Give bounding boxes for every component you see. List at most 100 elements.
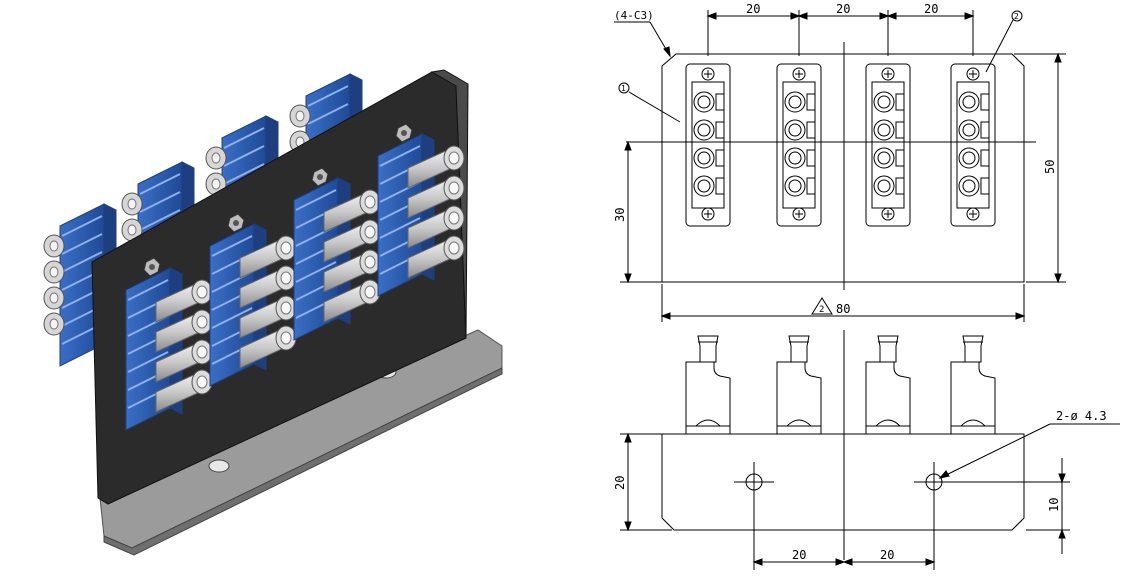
adapter-housing — [685, 361, 731, 435]
arrow — [663, 46, 671, 58]
port-outer — [873, 147, 895, 169]
rear-ferrule-tip — [211, 178, 221, 190]
arrow — [790, 12, 801, 20]
dim-bottom-pitch-1: 20 — [792, 548, 806, 562]
side-module-1 — [685, 335, 731, 435]
port-outer — [958, 119, 980, 141]
front-module-2 — [776, 63, 822, 227]
adapter-rib — [295, 261, 337, 283]
dim-top-pitch-3: 20 — [924, 2, 938, 16]
module-body — [871, 81, 905, 209]
arrow — [938, 470, 950, 479]
hex-nut-icon — [311, 167, 329, 187]
adapter-rib — [223, 163, 265, 185]
front-view-modules — [685, 63, 996, 227]
port-latch — [715, 149, 725, 167]
port-outer — [693, 91, 715, 113]
port-latch — [895, 93, 905, 111]
adapter-rib — [211, 235, 253, 257]
port-outer — [784, 175, 806, 197]
hex-nut-hole — [149, 264, 155, 270]
arrow — [624, 140, 632, 151]
port-latch — [806, 121, 816, 139]
port-latch — [715, 93, 725, 111]
isometric-view — [43, 69, 503, 556]
port-outer — [958, 147, 980, 169]
bracket-outline — [661, 433, 1025, 531]
dim-bottom-pitch-2: 20 — [880, 548, 894, 562]
rear-ferrule-tip — [295, 110, 305, 122]
module-frame — [685, 63, 731, 227]
arrow — [1054, 273, 1062, 284]
adapter-clip — [785, 419, 813, 427]
port-latch — [715, 177, 725, 195]
port-latch — [980, 149, 990, 167]
arrow — [624, 521, 632, 532]
ferrule-tip — [448, 151, 460, 165]
balloon-2-label: 2 — [1014, 12, 1019, 21]
rear-ferrule-tip — [127, 224, 137, 236]
port-outer — [873, 175, 895, 197]
arrow — [1058, 528, 1066, 539]
arrow — [706, 12, 717, 20]
ferrule-tip — [280, 331, 292, 345]
adapter-rib — [139, 209, 181, 231]
front-adapter-2 — [209, 223, 297, 387]
adapter-rib — [61, 251, 103, 273]
side-module-2 — [776, 335, 822, 435]
port-outer — [958, 91, 980, 113]
port-inner — [962, 179, 976, 193]
hex-nut-icon — [143, 257, 161, 277]
adapter-rib — [61, 215, 103, 237]
arrow — [879, 12, 890, 20]
hole-callout-leader — [939, 423, 1051, 479]
ferrule-tip — [196, 285, 208, 299]
port-outer — [693, 147, 715, 169]
port-latch — [715, 121, 725, 139]
adapter-rib — [127, 279, 169, 301]
port-outer — [784, 119, 806, 141]
rear-ferrule-tip — [49, 266, 59, 278]
connector-boot — [962, 335, 984, 363]
adapter-rib — [211, 307, 253, 329]
adapter-rib — [139, 173, 181, 195]
ferrule-tip — [280, 271, 292, 285]
front-module-3 — [865, 63, 911, 227]
arrow — [842, 558, 853, 566]
connector-boot — [877, 335, 899, 363]
balloon-2-leader — [985, 19, 1014, 73]
port-outer — [784, 147, 806, 169]
port-inner — [962, 95, 976, 109]
port-latch — [980, 121, 990, 139]
port-inner — [697, 151, 711, 165]
front-module-4 — [950, 63, 996, 227]
port-latch — [806, 149, 816, 167]
adapter-rib — [307, 85, 349, 107]
panel-plate-edge — [430, 69, 469, 339]
port-inner — [962, 151, 976, 165]
dim-chamfer: (4-C3) — [614, 9, 654, 22]
port-inner — [697, 95, 711, 109]
ferrule-tip — [364, 225, 376, 239]
rear-ferrule-tip — [127, 198, 137, 210]
ferrule-tip — [448, 211, 460, 225]
port-inner — [962, 123, 976, 137]
adapter-rib — [61, 233, 103, 255]
bracket-hole-1 — [208, 459, 230, 473]
side-view — [620, 330, 1120, 570]
port-latch — [980, 93, 990, 111]
port-inner — [788, 151, 802, 165]
module-body — [782, 81, 816, 209]
dim-hole-callout: 2-ø 4.3 — [1056, 409, 1107, 423]
bracket-flange-edge — [103, 367, 503, 556]
adapter-rib — [379, 217, 421, 239]
port-outer — [873, 119, 895, 141]
arrow — [835, 558, 846, 566]
module-body — [956, 81, 990, 209]
side-view-modules — [685, 335, 996, 435]
dim-top-pitch-2: 20 — [836, 2, 850, 16]
adapter-clip — [959, 419, 987, 427]
hex-nut-hole — [317, 174, 323, 180]
